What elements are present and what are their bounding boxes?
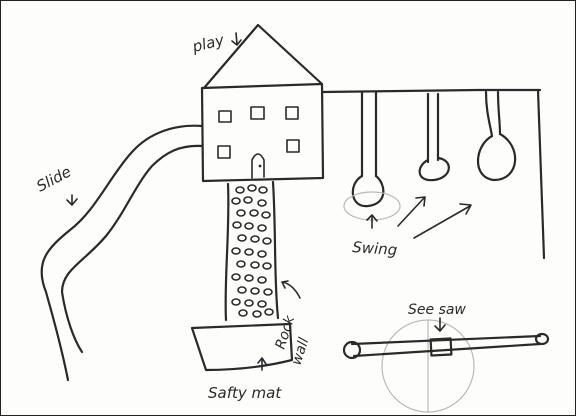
- door-knob: [259, 165, 262, 168]
- house-body: [202, 84, 323, 181]
- rock-wall-left-edge: [226, 184, 229, 320]
- house-window: [287, 140, 299, 152]
- swing-chain: [486, 92, 492, 136]
- see-saw: [344, 320, 548, 412]
- house-door: [252, 154, 264, 178]
- swing-chain: [498, 92, 500, 134]
- see-saw-plank-top: [352, 336, 540, 344]
- rock-holds: [232, 185, 273, 317]
- swing-seat: [420, 158, 449, 180]
- swing-seat: [353, 176, 384, 206]
- house-window: [286, 107, 298, 119]
- slide-inner-edge: [62, 146, 202, 352]
- swing-seat: [478, 134, 515, 180]
- see-saw-right-seat: [536, 334, 548, 344]
- house-window: [218, 146, 230, 158]
- label-see-saw: See saw: [408, 302, 466, 318]
- label-safety-mat: Safty mat: [208, 384, 282, 402]
- label-swing: Swing: [352, 238, 398, 259]
- label-play: play: [190, 30, 227, 56]
- swing-top-bar: [322, 90, 540, 92]
- house-window: [251, 107, 264, 119]
- label-rock-wall-line2: wall: [289, 336, 313, 367]
- swing-right-post: [538, 90, 544, 258]
- rock-wall-tower: [226, 182, 278, 320]
- rock-wall-right-edge: [273, 182, 278, 318]
- house-window: [219, 111, 231, 122]
- label-slide: Slide: [33, 162, 74, 195]
- swing-set: [322, 90, 544, 258]
